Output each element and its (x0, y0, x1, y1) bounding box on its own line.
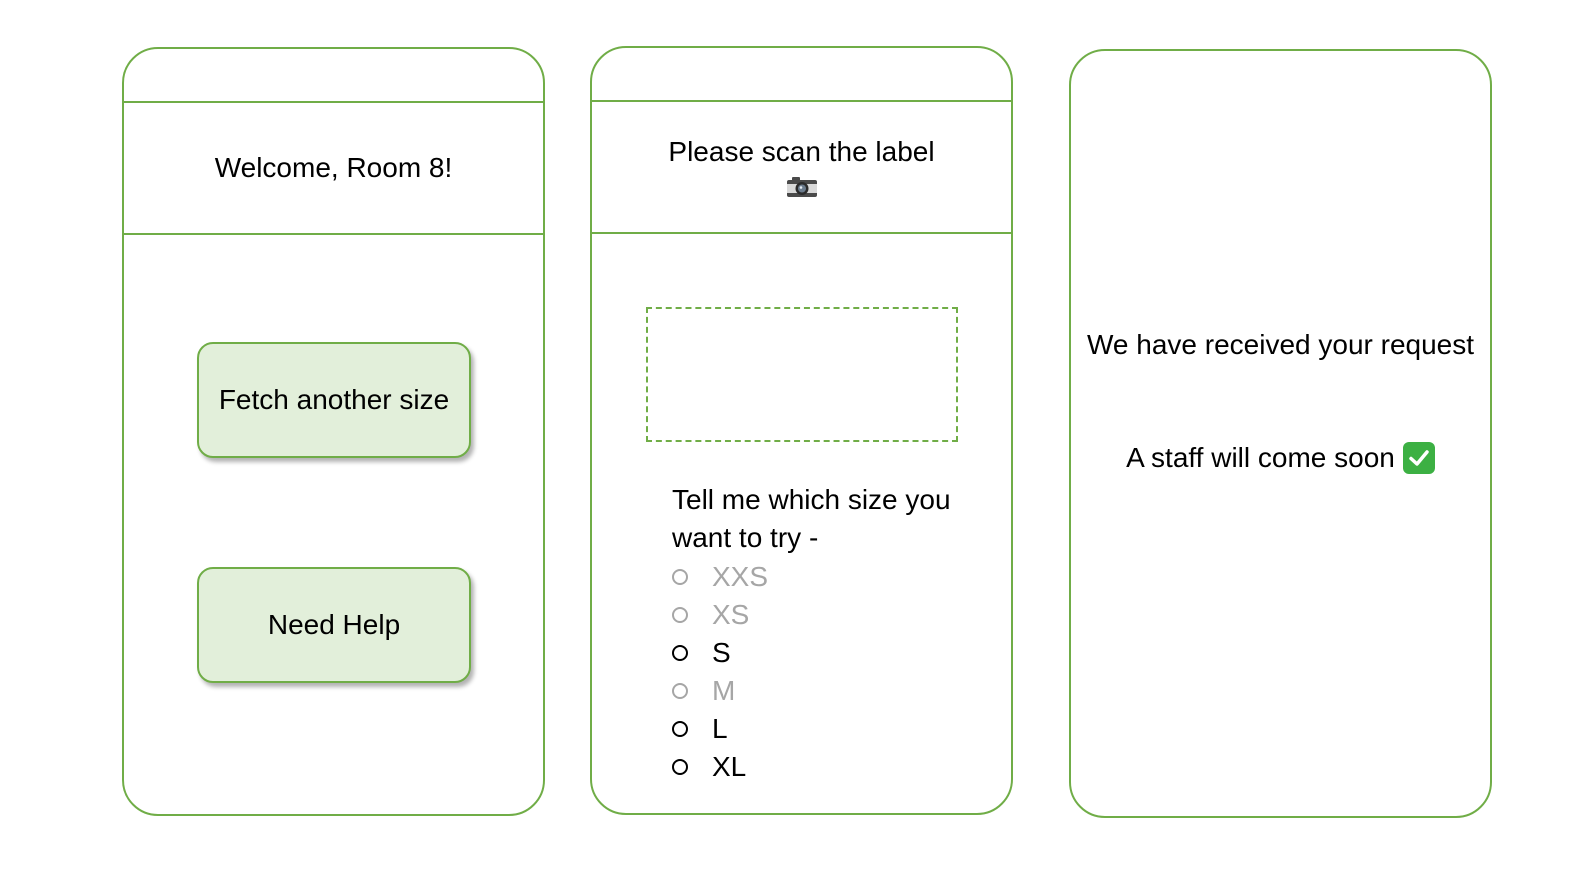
received-text: We have received your request (1086, 329, 1475, 360)
phone-screen-welcome: Welcome, Room 8! Fetch another size Need… (122, 47, 545, 816)
scan-header: Please scan the label (592, 102, 1011, 234)
size-label: M (712, 675, 736, 706)
status-bar (124, 49, 543, 103)
size-option-m: M (672, 672, 768, 710)
radio-icon (672, 683, 688, 699)
staff-notice-text: A staff will come soon (1126, 442, 1395, 473)
size-options: XXS XS S M L XL (672, 558, 768, 786)
scan-title: Please scan the label (668, 136, 935, 167)
radio-icon (672, 569, 688, 585)
radio-icon (672, 607, 688, 623)
confirmation-message: We have received your request (1071, 326, 1490, 364)
size-label: L (712, 713, 728, 744)
fetch-another-size-button[interactable]: Fetch another size (197, 342, 471, 458)
size-option-s[interactable]: S (672, 634, 768, 672)
size-label: S (712, 637, 731, 668)
staff-notice: A staff will come soon (1071, 439, 1490, 477)
phone-screen-confirmation: We have received your request A staff wi… (1069, 49, 1492, 818)
size-prompt: Tell me which size you want to try - (672, 484, 951, 553)
size-option-l[interactable]: L (672, 710, 768, 748)
size-label: XL (712, 751, 747, 782)
camera-icon (786, 176, 818, 198)
size-label: XS (712, 599, 750, 630)
welcome-header: Welcome, Room 8! (124, 103, 543, 235)
status-bar (592, 48, 1011, 102)
radio-icon[interactable] (672, 645, 688, 661)
phone-screen-scan: Please scan the label Tell me which size… (590, 46, 1013, 815)
size-option-xxs: XXS (672, 558, 768, 596)
scan-viewfinder[interactable] (646, 307, 958, 442)
welcome-title: Welcome, Room 8! (214, 152, 453, 183)
size-option-xs: XS (672, 596, 768, 634)
size-label: XXS (712, 561, 769, 592)
size-option-xl[interactable]: XL (672, 748, 768, 786)
check-mark-icon (1402, 442, 1435, 474)
need-help-button[interactable]: Need Help (197, 567, 471, 683)
radio-icon[interactable] (672, 759, 688, 775)
radio-icon[interactable] (672, 721, 688, 737)
